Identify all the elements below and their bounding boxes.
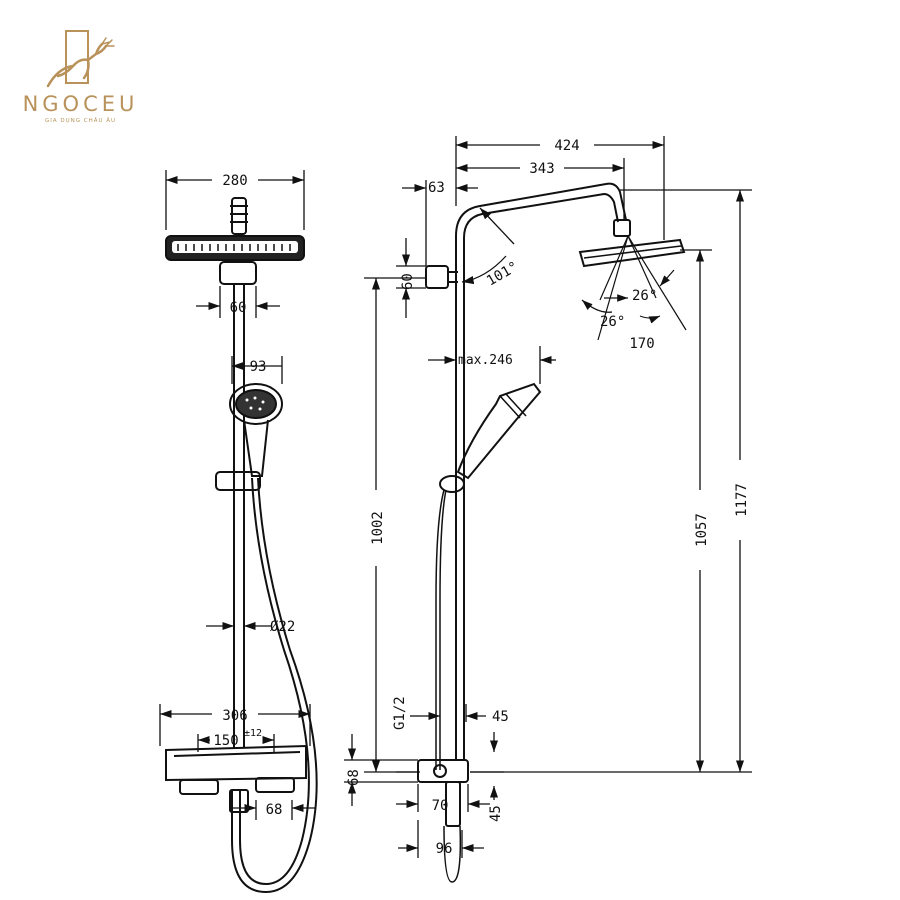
side-dimension-labels: 424 343 63 60 101° max.246 26° 26° 170 1… [346,138,750,857]
brand-name: NGOCEU [22,92,139,116]
dim-mixer-depth: 68 [266,802,283,818]
wall-bracket [219,261,257,285]
side-hand-shower [456,382,542,480]
side-wall-bracket [425,265,449,289]
head-connector [231,197,247,235]
side-mixer [417,759,469,783]
dim-thread: G1/2 [392,696,408,730]
dim-spray-angle-b: 26° [600,314,625,330]
hand-shower-front [229,383,283,425]
logo: NGOCEU GIA DỤNG CHÂU ÂU [18,28,148,128]
dim-head-width: 280 [222,173,247,189]
dim-mixer-projection: 70 [432,798,449,814]
side-view [417,182,686,883]
dim-outlet-offset: 45 [492,709,509,725]
side-overhead-shower [578,238,686,268]
dim-handshower-width: 93 [250,359,267,375]
dim-height-1177: 1177 [734,483,750,517]
dim-mount-width: 60 [230,300,247,316]
dim-bracket-height: 60 [400,273,416,290]
deer-logo-icon [46,30,115,88]
side-head-joint [613,219,631,237]
dim-spray-angle-a: 26° [632,288,657,304]
brand-tagline: GIA DỤNG CHÂU ÂU [44,118,117,124]
dim-height-1057: 1057 [694,513,710,547]
dim-outlet-below: 45 [488,805,504,822]
dim-rail-diameter: Ø22 [270,619,295,635]
front-view [165,197,318,894]
dim-mixer-spacing-tol: ±12 [244,728,262,739]
dim-mixer-height: 68 [346,769,362,786]
dim-max-reach: max.246 [458,353,513,368]
dim-arm-reach: 424 [554,138,579,154]
dim-mixer-spacing: 150 [213,733,238,749]
dim-arm-to-head: 343 [529,161,554,177]
front-dimension-labels: 280 60 93 Ø22 306 150 ±12 68 [213,173,295,818]
thermostat-mixer [165,744,307,782]
dim-height-1002: 1002 [370,511,386,545]
dim-arm-angle: 101° [484,259,521,290]
dim-mixer-width: 306 [222,708,247,724]
dim-wall-offset: 63 [428,180,445,196]
slider [215,471,261,491]
side-slider [439,475,465,493]
dim-head-diameter: 170 [629,336,654,352]
dim-mixer-total: 96 [436,841,453,857]
